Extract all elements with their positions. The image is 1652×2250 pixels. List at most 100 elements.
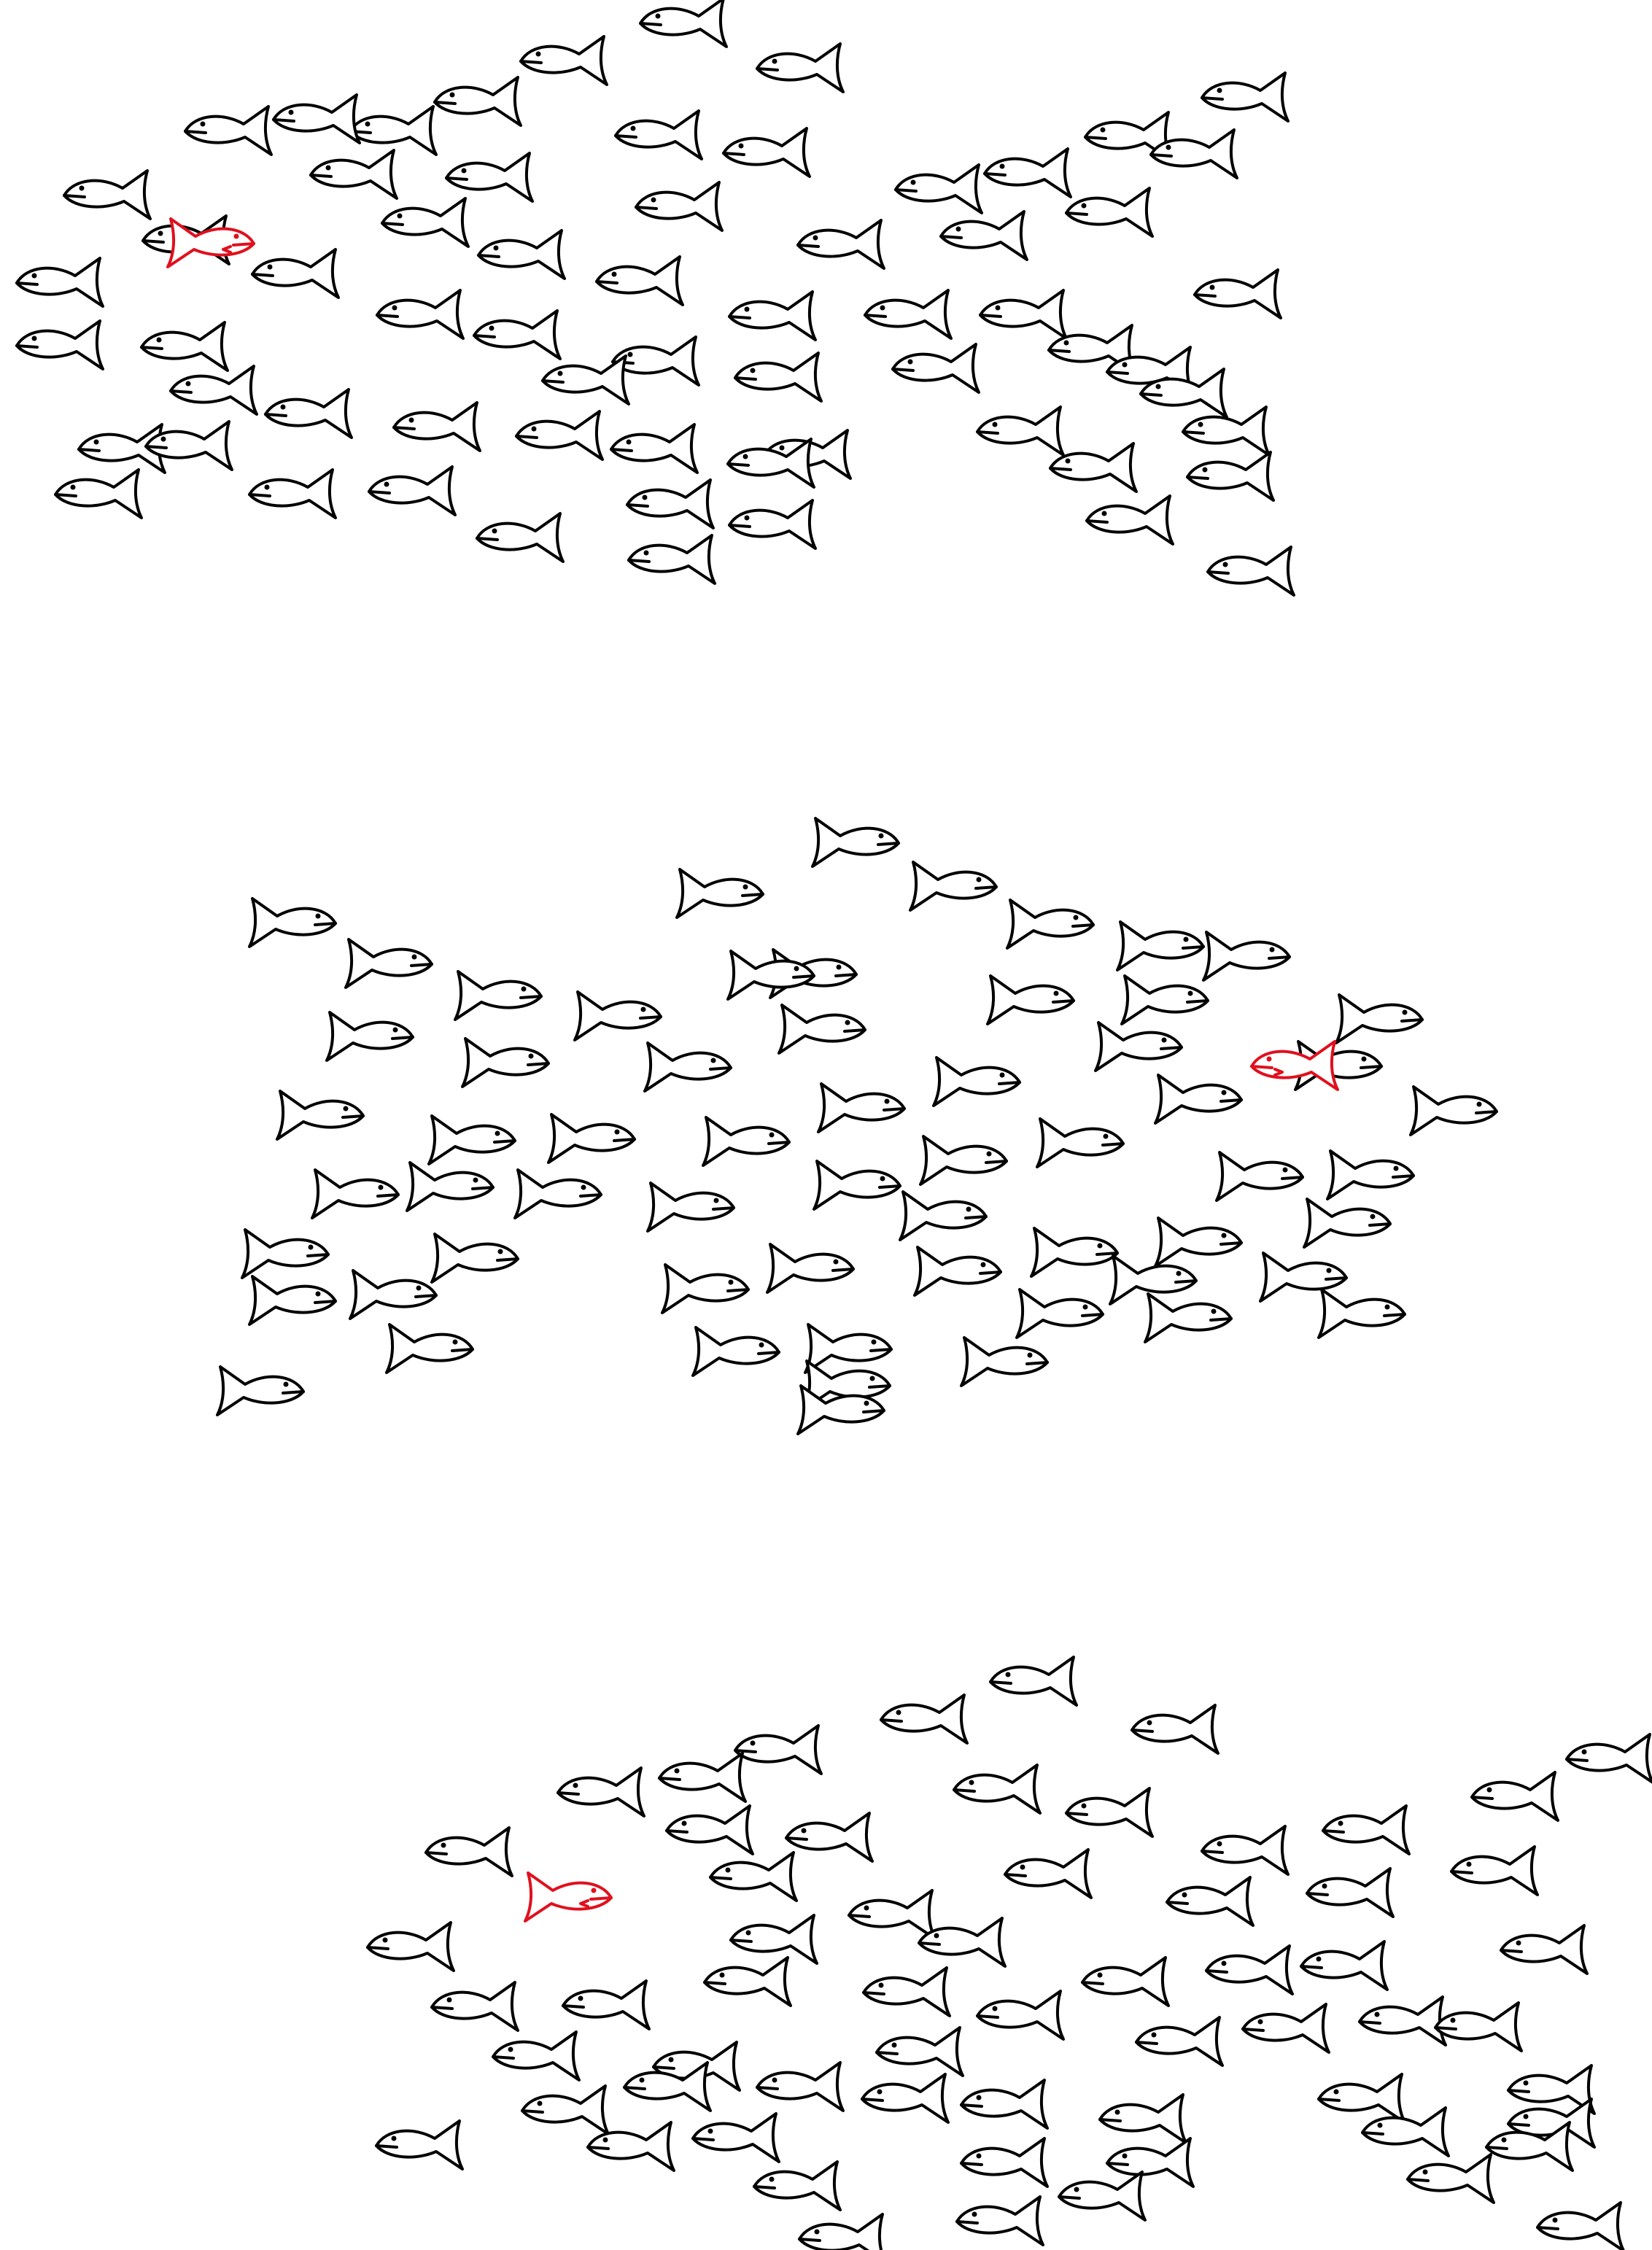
fish [430, 1233, 519, 1284]
fish [1215, 1151, 1304, 1202]
fish [1201, 1825, 1290, 1876]
fish [381, 197, 470, 248]
fish [349, 105, 438, 156]
fish [1065, 187, 1154, 238]
fish [140, 321, 229, 372]
fish [627, 534, 716, 585]
fish [811, 817, 900, 868]
fish [513, 1168, 602, 1219]
fish [376, 289, 465, 340]
fish [325, 1011, 414, 1062]
fish [385, 1323, 474, 1374]
school-top [15, 0, 1295, 597]
fish [241, 1228, 330, 1279]
fish [1049, 442, 1138, 493]
fish [729, 1914, 818, 1965]
fish [557, 1766, 645, 1818]
fish [272, 93, 361, 144]
school-bottom [366, 1656, 1652, 2250]
fish [1202, 931, 1291, 982]
fish [1081, 1956, 1170, 2007]
fish [658, 1752, 747, 1803]
fish [661, 1263, 750, 1314]
fish [430, 1981, 519, 2032]
fish [1470, 1771, 1559, 1822]
fish [1536, 2201, 1625, 2250]
fish [1065, 1787, 1154, 1838]
fish [454, 970, 543, 1021]
fish [798, 2213, 884, 2250]
fish [216, 1365, 305, 1416]
fish [541, 354, 630, 406]
fish [1186, 451, 1275, 502]
fish [1094, 1021, 1183, 1072]
fish [1450, 1845, 1539, 1896]
fish [144, 420, 233, 471]
fish [894, 163, 983, 214]
fish [734, 352, 823, 403]
fish [1139, 368, 1228, 419]
fish [610, 423, 699, 474]
fish [1300, 1940, 1389, 1991]
fish [861, 2073, 950, 2124]
fish [1098, 2093, 1187, 2144]
fish [1306, 1867, 1395, 1918]
fish [368, 465, 457, 516]
fish [15, 257, 104, 308]
fish [1030, 1227, 1119, 1278]
fish [614, 109, 703, 160]
fish [918, 1917, 1007, 1968]
fish [492, 2030, 581, 2082]
fish [1149, 128, 1238, 179]
fish [547, 1113, 636, 1164]
fish [691, 2112, 780, 2163]
fish [1166, 1876, 1254, 1927]
fish [913, 1246, 1002, 1297]
fish [891, 343, 980, 394]
fish [264, 388, 353, 439]
fish [515, 410, 604, 461]
fish [955, 2195, 1044, 2246]
fish [691, 1326, 780, 1377]
fish [756, 42, 845, 93]
fish [804, 1323, 893, 1374]
fish [796, 219, 885, 270]
fish [1241, 2003, 1330, 2054]
fish [909, 861, 998, 912]
fish [953, 1764, 1042, 1815]
fish [1004, 1848, 1093, 1899]
fish [726, 950, 815, 1001]
fish [461, 1037, 550, 1088]
fish [1326, 1149, 1415, 1200]
fish [1206, 546, 1295, 597]
fish [1085, 494, 1174, 546]
fish [521, 2084, 610, 2135]
fish [639, 0, 728, 48]
school-middle [216, 817, 1498, 1435]
fish [753, 2160, 842, 2211]
fish [476, 512, 565, 563]
fish [976, 1990, 1065, 2041]
fish [1434, 2001, 1523, 2052]
fish [344, 938, 433, 989]
fish [1500, 1924, 1589, 1975]
fish [1154, 1217, 1243, 1268]
fish [366, 1921, 455, 1972]
fish [1084, 111, 1173, 162]
fish [848, 1889, 936, 1940]
fish [939, 210, 1028, 261]
fish [960, 2079, 1049, 2130]
fish [1565, 1733, 1652, 1784]
fish [1116, 920, 1205, 971]
fish [248, 897, 337, 948]
fish [406, 1161, 495, 1212]
fish [1047, 324, 1136, 375]
fish [309, 149, 398, 200]
fish [626, 478, 715, 529]
fish [248, 1275, 337, 1326]
fish [1182, 406, 1271, 457]
fish [643, 1041, 732, 1093]
fish [635, 181, 724, 232]
fish [709, 1851, 798, 1902]
fish [864, 289, 953, 340]
